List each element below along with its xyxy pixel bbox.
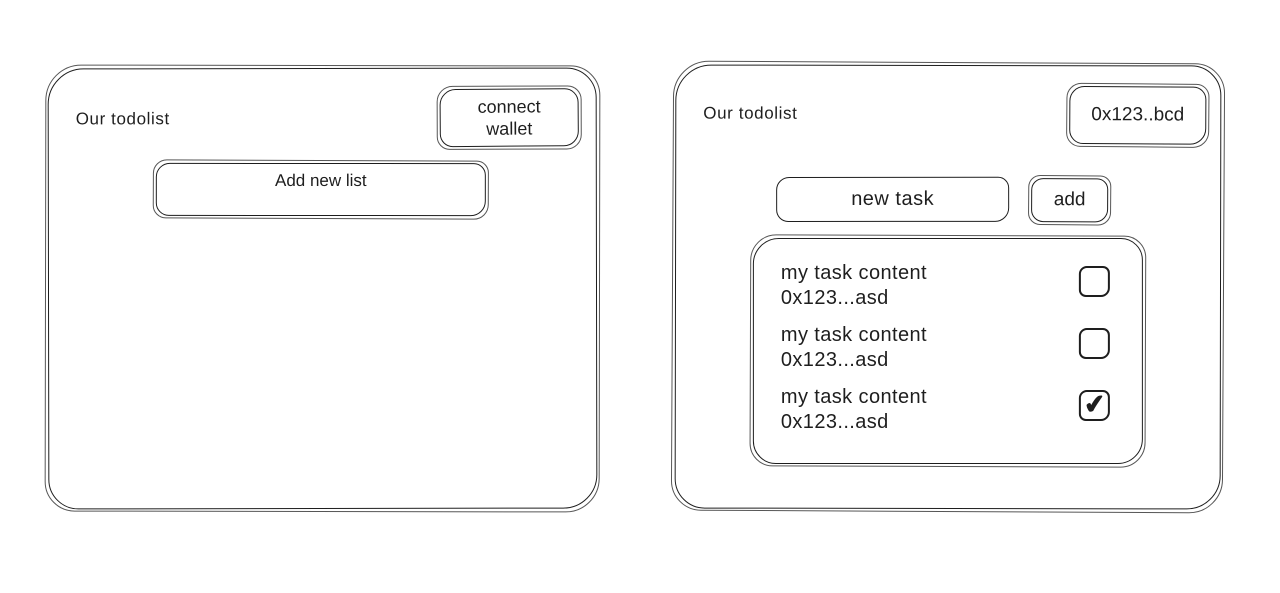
task-list: my task content 0x123...asd my task cont… [752, 237, 1143, 464]
task-text: my task content 0x123...asd [781, 323, 927, 373]
task-checkbox[interactable] [1078, 265, 1110, 297]
add-task-button[interactable]: add [1031, 178, 1109, 223]
task-text: my task content 0x123...asd [781, 385, 927, 435]
checkmark-icon: ✔ [1081, 387, 1107, 420]
task-address: 0x123...asd [780, 286, 889, 309]
task-content: my task content [780, 385, 927, 408]
task-content: my task content [780, 323, 927, 346]
todolist-panel-disconnected: Our todolist connect wallet Add new list [47, 67, 598, 510]
add-new-list-button[interactable]: Add new list [155, 162, 486, 217]
connect-wallet-button[interactable]: connect wallet [439, 88, 579, 148]
task-checkbox-checked[interactable]: ✔ [1078, 387, 1110, 421]
todolist-panel-connected: Our todolist 0x123..bcd add my task cont… [674, 64, 1222, 510]
task-text: my task content 0x123...asd [781, 261, 927, 311]
task-checkbox[interactable] [1078, 327, 1110, 359]
app-title: Our todolist [703, 103, 798, 123]
task-row: my task content 0x123...asd [781, 323, 1122, 373]
new-task-input[interactable] [776, 176, 1010, 223]
app-title: Our todolist [75, 109, 170, 129]
task-address: 0x123...asd [780, 410, 889, 433]
task-row: my task content 0x123...asd [781, 261, 1122, 311]
wallet-address-button[interactable]: 0x123..bcd [1069, 85, 1207, 145]
task-content: my task content [780, 261, 927, 284]
task-address: 0x123...asd [780, 348, 889, 371]
task-row: my task content 0x123...asd ✔ [781, 385, 1122, 435]
